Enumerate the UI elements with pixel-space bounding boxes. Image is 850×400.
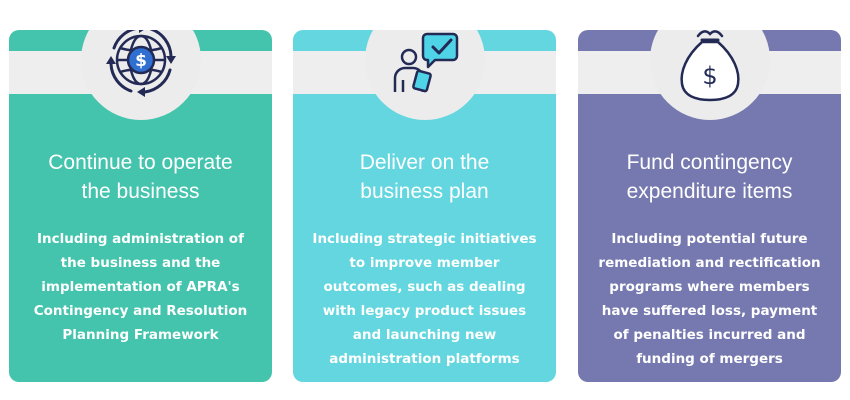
money-bag-icon: $ bbox=[679, 30, 740, 102]
globe-dollar-icon: $ bbox=[105, 30, 176, 97]
card-business-plan: Deliver on the business plan Including s… bbox=[293, 30, 556, 382]
person-checkmark-icon bbox=[393, 32, 458, 93]
svg-text:$: $ bbox=[135, 51, 147, 71]
icon-circle: $ bbox=[80, 30, 201, 120]
card-title: Fund contingency expenditure items bbox=[626, 151, 793, 203]
card-title: Continue to operate the business bbox=[48, 151, 233, 203]
icon-circle: $ bbox=[649, 30, 770, 120]
card-description: Including strategic initiatives to impro… bbox=[312, 231, 537, 367]
card-description: Including potential future remediation a… bbox=[598, 231, 821, 367]
card-description: Including administration of the business… bbox=[33, 231, 248, 343]
card-operate-business: $ Continue to operate the business Inclu… bbox=[9, 30, 272, 382]
svg-text:$: $ bbox=[702, 62, 717, 90]
card-title: Deliver on the business plan bbox=[359, 151, 490, 203]
icon-circle bbox=[364, 30, 485, 120]
card-fund-contingency: $ Fund contingency expenditure items Inc… bbox=[578, 30, 841, 382]
